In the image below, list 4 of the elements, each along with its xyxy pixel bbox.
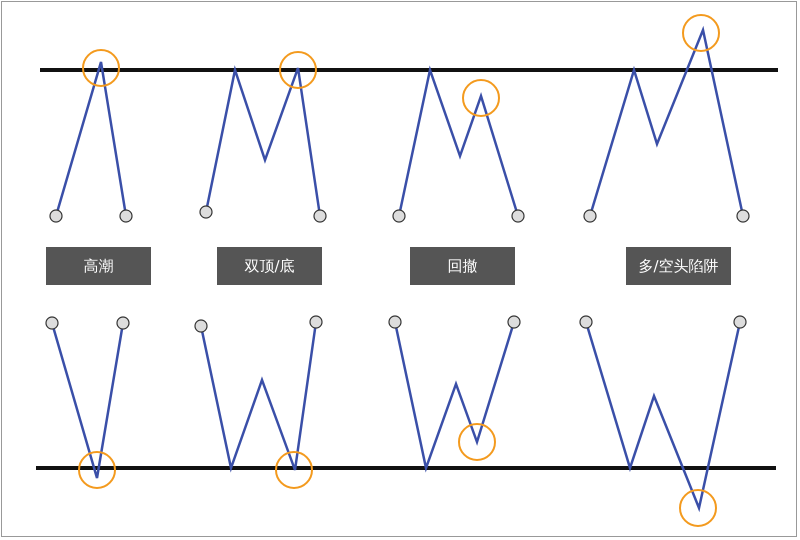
pattern-label: 双顶/底 [217, 247, 322, 285]
pattern-label: 回撤 [410, 247, 515, 285]
pattern-label: 高潮 [46, 247, 151, 285]
pattern-label: 多/空头陷阱 [626, 247, 731, 285]
